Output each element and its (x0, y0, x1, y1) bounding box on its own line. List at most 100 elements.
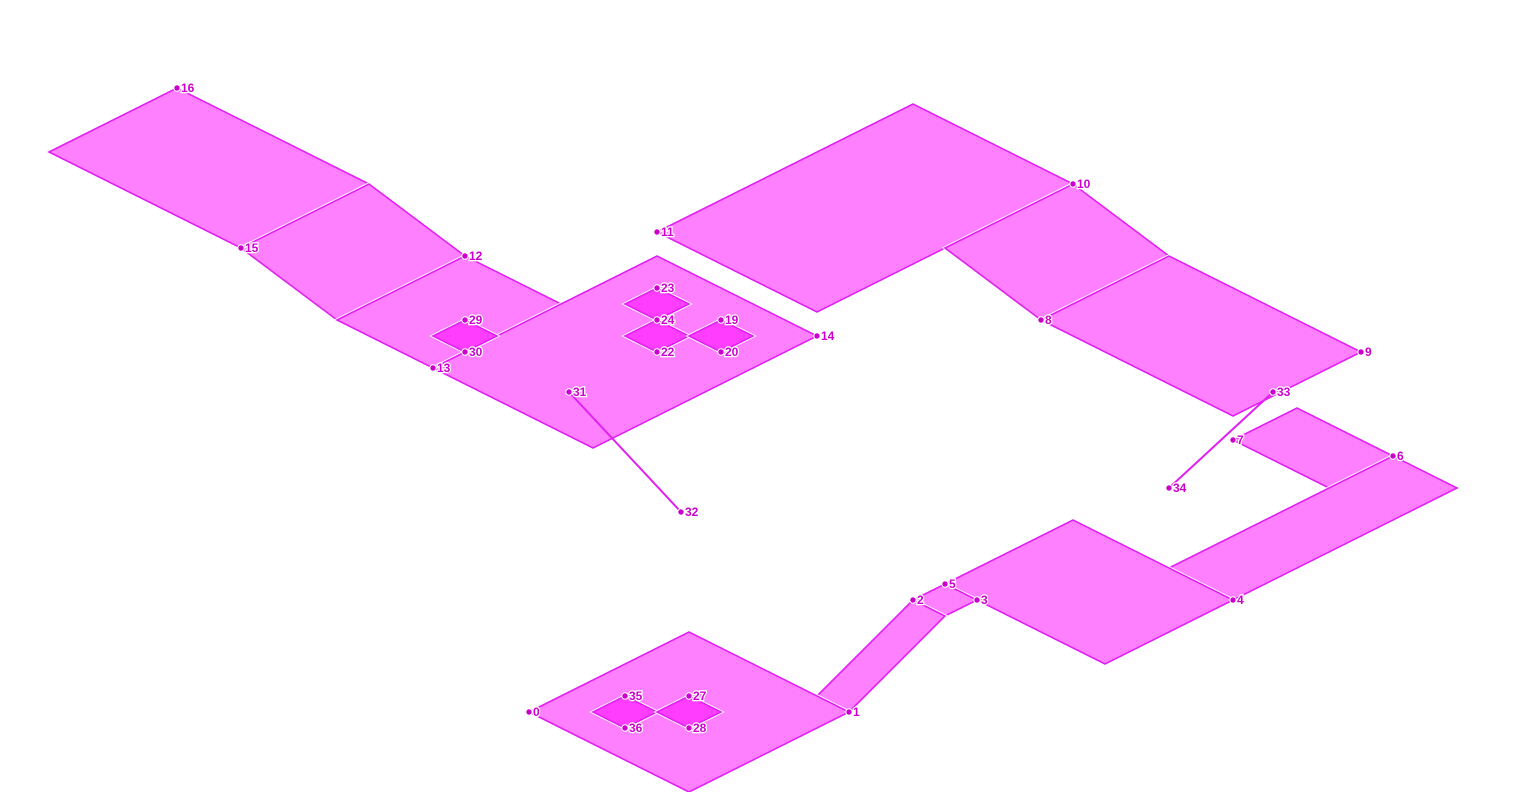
connector-31-32 (568, 391, 682, 513)
point-15[interactable]: 15 (237, 240, 260, 256)
point-label-8: 8 (1045, 313, 1052, 327)
point-0[interactable]: 0 (525, 704, 541, 720)
region-layer (45, 86, 1461, 792)
point-label-35: 35 (629, 689, 643, 703)
point-marker-6 (1389, 452, 1397, 460)
point-30[interactable]: 30 (461, 344, 484, 360)
point-24[interactable]: 24 (653, 312, 676, 328)
point-marker-8 (1037, 316, 1045, 324)
point-label-10: 10 (1077, 177, 1091, 191)
point-marker-19 (717, 316, 725, 324)
point-29[interactable]: 29 (461, 312, 484, 328)
subregion-layer (429, 286, 757, 730)
point-marker-31 (565, 388, 573, 396)
point-22[interactable]: 22 (653, 344, 676, 360)
point-2[interactable]: 2 (909, 592, 925, 608)
point-label-13: 13 (437, 361, 451, 375)
point-12[interactable]: 12 (461, 248, 484, 264)
point-32[interactable]: 32 (677, 504, 700, 520)
point-marker-36 (621, 724, 629, 732)
point-label-14: 14 (821, 329, 835, 343)
point-marker-29 (461, 316, 469, 324)
point-label-1: 1 (853, 705, 860, 719)
point-marker-34 (1165, 484, 1173, 492)
point-20[interactable]: 20 (717, 344, 740, 360)
point-label-36: 36 (629, 721, 643, 735)
point-marker-2 (909, 596, 917, 604)
point-34[interactable]: 34 (1165, 480, 1188, 496)
point-marker-28 (685, 724, 693, 732)
point-marker-7 (1229, 436, 1237, 444)
point-5[interactable]: 5 (941, 576, 957, 592)
point-16[interactable]: 16 (173, 80, 196, 96)
point-9[interactable]: 9 (1357, 344, 1373, 360)
point-33[interactable]: 33 (1269, 384, 1292, 400)
point-13[interactable]: 13 (429, 360, 452, 376)
point-marker-27 (685, 692, 693, 700)
point-label-11: 11 (661, 225, 674, 239)
point-marker-20 (717, 348, 725, 356)
point-11[interactable]: 11 (653, 224, 675, 240)
point-label-28: 28 (693, 721, 707, 735)
point-27[interactable]: 27 (685, 688, 708, 704)
point-6[interactable]: 6 (1389, 448, 1405, 464)
point-marker-24 (653, 316, 661, 324)
point-label-30: 30 (469, 345, 483, 359)
point-marker-22 (653, 348, 661, 356)
connector-33-34 (1168, 391, 1274, 489)
point-8[interactable]: 8 (1037, 312, 1053, 328)
point-label-5: 5 (949, 577, 956, 591)
point-marker-11 (653, 228, 661, 236)
point-marker-1 (845, 708, 853, 716)
point-label-4: 4 (1237, 593, 1244, 607)
point-marker-15 (237, 244, 245, 252)
point-label-32: 32 (685, 505, 699, 519)
point-4[interactable]: 4 (1229, 592, 1245, 608)
point-marker-5 (941, 580, 949, 588)
point-marker-9 (1357, 348, 1365, 356)
subregion-27-28 (655, 695, 723, 729)
point-label-20: 20 (725, 345, 739, 359)
point-label-12: 12 (469, 249, 483, 263)
point-35[interactable]: 35 (621, 688, 644, 704)
point-label-29: 29 (469, 313, 483, 327)
point-7[interactable]: 7 (1229, 432, 1245, 448)
point-marker-16 (173, 84, 181, 92)
region-bottom-ramp (815, 599, 947, 713)
point-marker-30 (461, 348, 469, 356)
point-label-19: 19 (725, 313, 739, 327)
point-label-23: 23 (661, 281, 675, 295)
point-label-16: 16 (181, 81, 195, 95)
point-label-24: 24 (661, 313, 675, 327)
point-marker-13 (429, 364, 437, 372)
point-label-3: 3 (981, 593, 988, 607)
point-label-27: 27 (693, 689, 707, 703)
point-14[interactable]: 14 (813, 328, 836, 344)
region-lower-right (943, 519, 1235, 665)
point-marker-35 (621, 692, 629, 700)
point-31[interactable]: 31 (565, 384, 588, 400)
point-marker-3 (973, 596, 981, 604)
point-label-34: 34 (1173, 481, 1187, 495)
point-28[interactable]: 28 (685, 720, 708, 736)
point-label-9: 9 (1365, 345, 1372, 359)
point-23[interactable]: 23 (653, 280, 676, 296)
point-label-15: 15 (245, 241, 259, 255)
subregion-29-30 (431, 319, 499, 353)
point-label-31: 31 (573, 385, 587, 399)
connector-layer (568, 391, 1274, 513)
point-marker-10 (1069, 180, 1077, 188)
point-marker-0 (525, 708, 533, 716)
point-3[interactable]: 3 (973, 592, 989, 608)
point-label-2: 2 (917, 593, 924, 607)
point-label-6: 6 (1397, 449, 1404, 463)
point-marker-12 (461, 252, 469, 260)
point-1[interactable]: 1 (845, 704, 861, 720)
point-36[interactable]: 36 (621, 720, 644, 736)
point-label-7: 7 (1237, 433, 1244, 447)
point-10[interactable]: 10 (1069, 176, 1092, 192)
point-marker-32 (677, 508, 685, 516)
point-19[interactable]: 19 (717, 312, 740, 328)
